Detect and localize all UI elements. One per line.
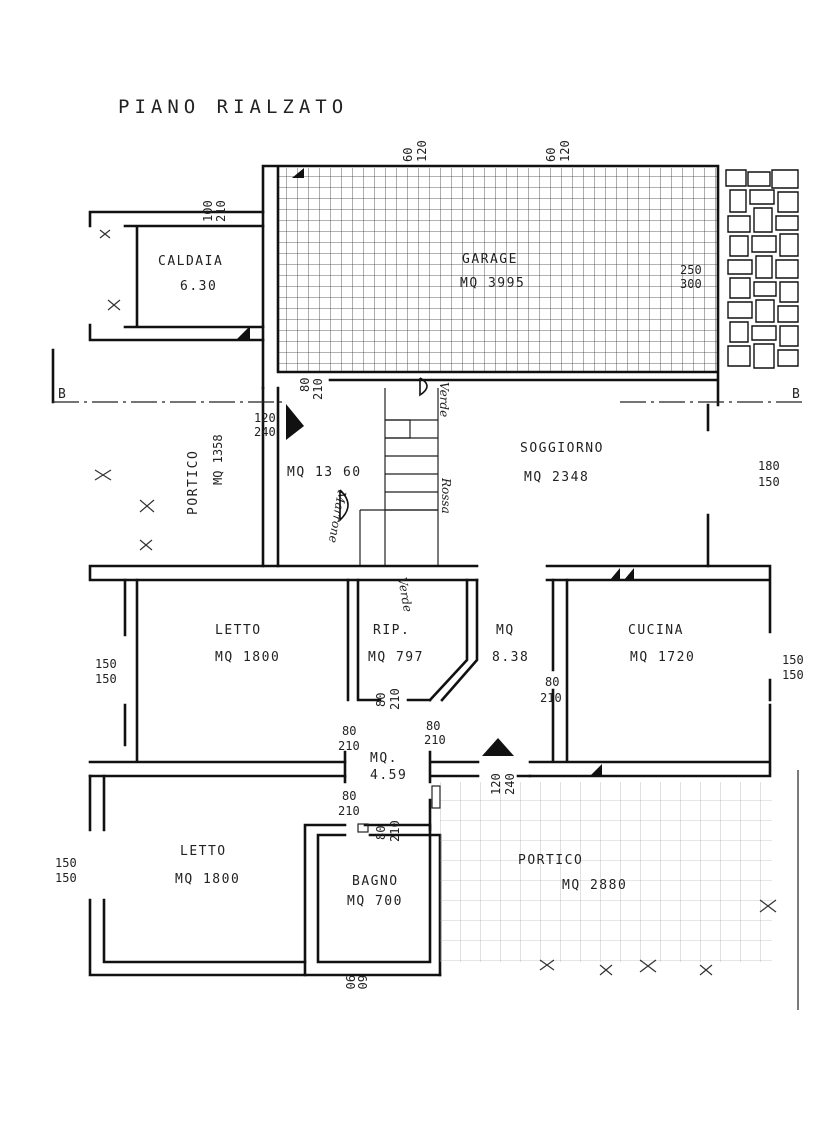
dim-cucina-door-a: 80	[545, 675, 559, 689]
dim-letto2-win-a: 150	[55, 856, 77, 870]
room-entrance-area: MQ 13 60	[287, 465, 362, 480]
room-bagno-name: BAGNO	[352, 874, 399, 889]
dim-letto2-door-b: 210	[338, 804, 360, 818]
dim-bagno-door-a: 80	[374, 826, 388, 840]
dim-cucina-door-b: 210	[540, 691, 562, 705]
door-symbols	[357, 785, 441, 833]
dim-garage-right-a: 250	[680, 263, 702, 277]
dim-garage-top-1-b: 120	[415, 140, 429, 162]
room-cucina-area: MQ 1720	[630, 650, 695, 665]
room-rip-area: MQ 797	[368, 650, 424, 665]
dim-portico-door-a: 120	[489, 773, 503, 795]
room-caldaia-name: CALDAIA	[158, 254, 223, 269]
dim-hall-door-b: 210	[424, 733, 446, 747]
dim-letto2-win-b: 150	[55, 871, 77, 885]
annotation-verde-2: Verde	[395, 576, 415, 613]
dim-garage-door-a: 80	[298, 378, 312, 392]
annotation-verde-1: Verde	[437, 382, 451, 417]
dim-bagno-door-b: 210	[388, 820, 402, 842]
room-portico-right-area: MQ 2880	[562, 878, 627, 893]
room-soggiorno-area: MQ 2348	[524, 470, 589, 485]
room-letto-1-name: LETTO	[215, 623, 262, 638]
room-disimpegno-area: 4.59	[370, 768, 407, 783]
annotation-mark-arc	[339, 489, 349, 522]
garage-floor-grid	[278, 168, 718, 372]
room-letto-1-area: MQ 1800	[215, 650, 280, 665]
dim-garage-top-2-b: 120	[558, 140, 572, 162]
room-soggiorno-name: SOGGIORNO	[520, 441, 604, 456]
portico-tiles	[440, 782, 772, 962]
dim-garage-door-b: 210	[311, 378, 325, 400]
dim-bagno-bottom-a: 60	[355, 975, 369, 989]
dim-bagno-bottom-b: 90	[343, 975, 357, 989]
annotation-rossa: Rossa	[439, 477, 453, 514]
room-hall-name: MQ	[496, 623, 515, 638]
plant-symbols	[94, 229, 777, 976]
dim-cucina-win-b: 150	[782, 668, 804, 682]
room-letto-2-area: MQ 1800	[175, 872, 240, 887]
dim-garage-top-1-a: 60	[401, 148, 415, 162]
dim-entry-door-a: 120	[254, 411, 276, 425]
entry-arrow-icon	[286, 404, 304, 440]
room-rip-name: RIP.	[373, 623, 410, 638]
dim-letto1-win-a: 150	[95, 657, 117, 671]
dim-caldaia-top-b: 210	[214, 200, 228, 222]
room-letto-2-name: LETTO	[180, 844, 227, 859]
dim-letto2-door-a: 80	[342, 789, 356, 803]
portico-arrow-icon	[482, 738, 514, 756]
room-portico-left-area: MQ 1358	[211, 434, 225, 485]
dim-soggiorno-win-a: 180	[758, 459, 780, 473]
stone-wall	[725, 169, 799, 369]
dim-letto1-door-a: 80	[342, 724, 356, 738]
room-cucina-name: CUCINA	[628, 623, 684, 638]
corner-marks	[236, 168, 634, 776]
dim-entry-door-b: 240	[254, 425, 276, 439]
dim-letto1-door-b: 210	[338, 739, 360, 753]
walls	[51, 164, 772, 977]
room-portico-left-name: PORTICO	[186, 450, 201, 515]
dim-garage-right-b: 300	[680, 277, 702, 291]
section-mark-right: B	[792, 387, 801, 402]
room-garage-name: GARAGE	[462, 252, 518, 267]
section-mark-left: B	[58, 387, 67, 402]
room-bagno-area: MQ 700	[347, 894, 403, 909]
dim-hall-door-a: 80	[426, 719, 440, 733]
dim-letto1-win-b: 150	[95, 672, 117, 686]
room-portico-right-name: PORTICO	[518, 853, 583, 868]
room-caldaia-area: 6.30	[180, 279, 217, 294]
annotation-mark-d	[419, 377, 428, 397]
dim-rip-door-b: 210	[388, 688, 402, 710]
room-garage-area: MQ 3995	[460, 276, 525, 291]
dim-portico-door-b: 240	[503, 773, 517, 795]
dim-soggiorno-win-b: 150	[758, 475, 780, 489]
dim-garage-top-2-a: 60	[544, 148, 558, 162]
dim-rip-door-a: 80	[374, 693, 388, 707]
plan-title: PIANO RIALZATO	[118, 96, 348, 118]
dim-cucina-win-a: 150	[782, 653, 804, 667]
dim-caldaia-top-a: 100	[201, 200, 215, 222]
room-disimpegno-name: MQ.	[370, 751, 398, 766]
room-hall-area: 8.38	[492, 650, 529, 665]
